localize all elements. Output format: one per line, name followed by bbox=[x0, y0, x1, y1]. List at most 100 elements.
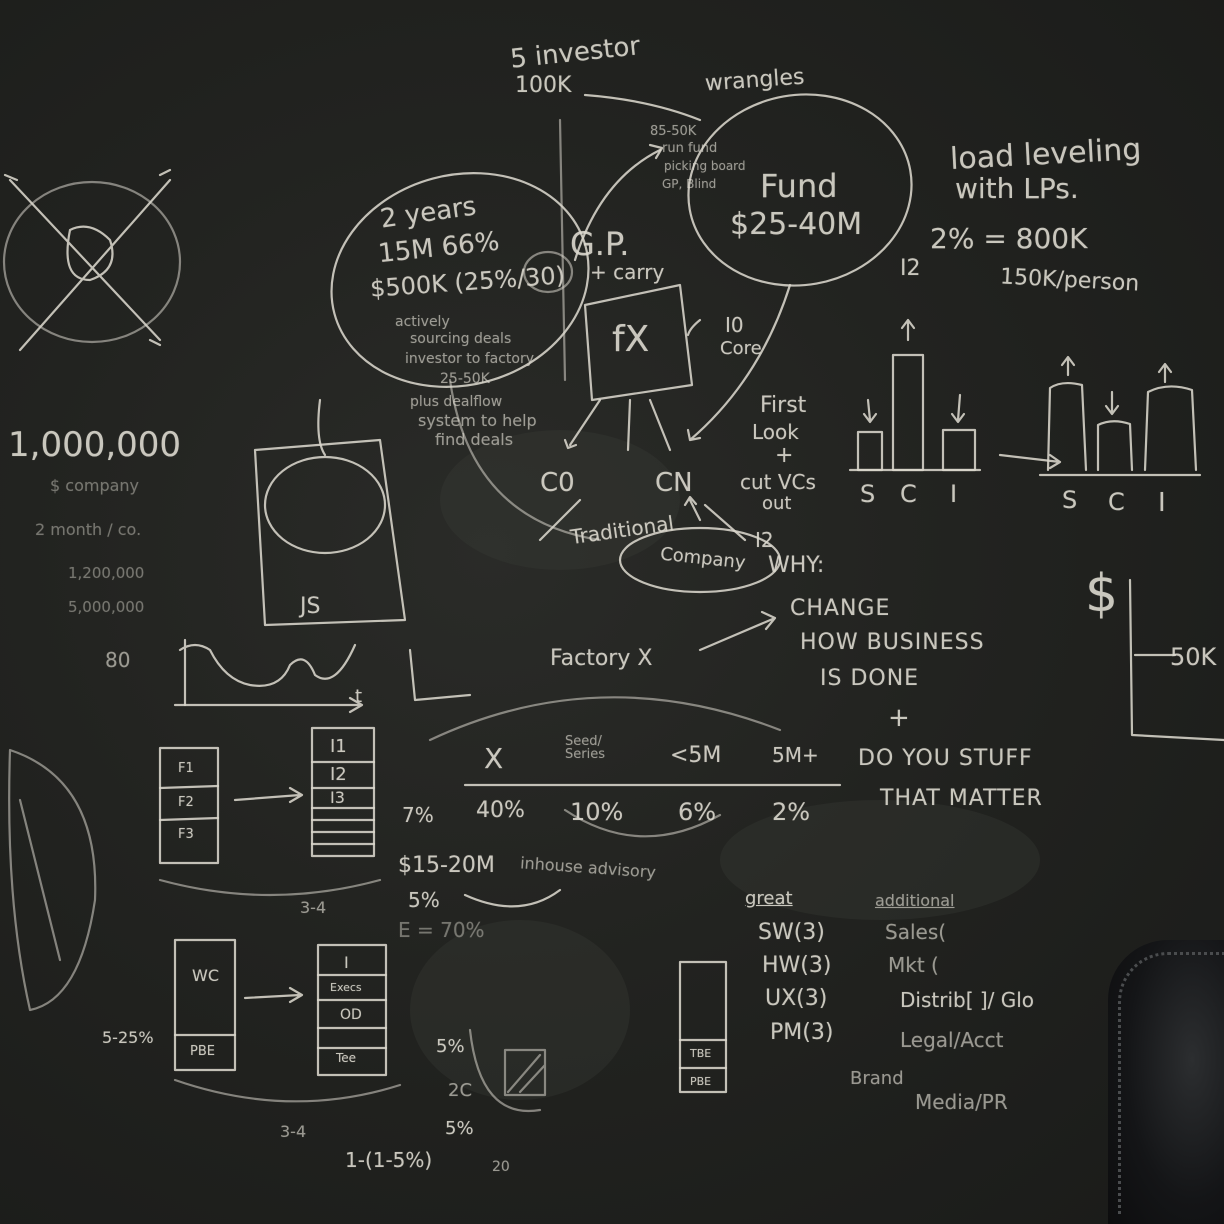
gp-note-2: sourcing deals bbox=[410, 331, 512, 347]
stack-a-2: F2 bbox=[178, 795, 194, 810]
additional-6: Media/PR bbox=[915, 1090, 1008, 1114]
stack-b-3: I3 bbox=[330, 788, 345, 807]
gp-note-4: 25-50K bbox=[440, 371, 490, 387]
small-4: 1-(1-5%) bbox=[345, 1148, 433, 1172]
change-4: DO YOU STUFF bbox=[858, 746, 1033, 771]
t-label: t bbox=[355, 686, 363, 707]
core-label: Core bbox=[720, 338, 762, 359]
sun-sketch bbox=[2, 168, 182, 352]
val-40pct: 40% bbox=[476, 798, 525, 823]
val-2pct: 2% bbox=[772, 798, 811, 826]
first-look-4: out bbox=[762, 493, 792, 514]
additional-2: Mkt ( bbox=[888, 953, 939, 977]
stack-a-1: F1 bbox=[178, 761, 194, 776]
range-a: 3-4 bbox=[300, 898, 327, 917]
additional-4: Legal/Acct bbox=[900, 1028, 1004, 1052]
gp-note-3: investor to factory bbox=[405, 351, 535, 367]
bar-chart-left bbox=[848, 318, 982, 472]
e-label: E = 70% bbox=[398, 918, 485, 942]
stack-d-1: I bbox=[344, 953, 349, 972]
stack-d-2: Execs bbox=[330, 981, 362, 994]
left-line-1: $ company bbox=[50, 476, 140, 495]
change-plus: + bbox=[888, 703, 910, 733]
col-under-5m: <5M bbox=[670, 743, 722, 768]
dollar-sign: $ bbox=[1085, 564, 1119, 624]
small-2: 2C bbox=[448, 1080, 473, 1101]
chart-left-i: I bbox=[950, 480, 958, 508]
col-seed: Seed/ Series bbox=[565, 734, 605, 762]
gp-note-1: actively bbox=[395, 314, 450, 330]
great-2: HW(3) bbox=[762, 953, 832, 978]
stack-d-3: OD bbox=[340, 1007, 362, 1023]
great-1: SW(3) bbox=[758, 920, 825, 945]
js-label: JS bbox=[300, 594, 321, 619]
great-4: PM(3) bbox=[770, 1020, 834, 1045]
gp-note-6: system to help bbox=[418, 411, 537, 430]
million-label: 1,000,000 bbox=[8, 425, 182, 465]
stack-c-label: WC bbox=[192, 966, 219, 985]
range-b: 3-4 bbox=[280, 1122, 307, 1141]
fund-note-1: 85-50K bbox=[650, 124, 697, 139]
change-1: CHANGE bbox=[790, 596, 891, 621]
great-header: great bbox=[745, 888, 793, 909]
fund-note-3: picking board bbox=[664, 159, 746, 173]
stack-e-1: TBE bbox=[690, 1047, 712, 1060]
five-pct: 5% bbox=[408, 888, 440, 912]
lp-i2: I2 bbox=[900, 256, 921, 281]
gp-ellipse bbox=[330, 172, 590, 388]
chart-right-c: C bbox=[1108, 488, 1125, 516]
gp-note-5: plus dealflow bbox=[410, 394, 503, 410]
bis-label: $15-20M bbox=[398, 853, 495, 878]
cn-label: CN bbox=[655, 468, 693, 498]
fund-ellipse bbox=[687, 93, 913, 287]
col-over-5m: 5M+ bbox=[772, 743, 819, 767]
investor-amount: 100K bbox=[515, 73, 572, 98]
additional-header: additional bbox=[875, 891, 955, 910]
stack-c-bottom: PBE bbox=[190, 1044, 215, 1059]
chart-right-i: I bbox=[1158, 488, 1166, 518]
val-7pct: 7% bbox=[402, 803, 434, 827]
gp-label: G.P. bbox=[570, 225, 630, 263]
lp-line-2: with LPs. bbox=[955, 172, 1079, 205]
bar-chart-right bbox=[998, 355, 1202, 477]
additional-3: Distrib[ ]/ Glo bbox=[900, 988, 1035, 1012]
io-label: I0 bbox=[725, 313, 744, 337]
fund-title: Fund bbox=[760, 167, 838, 205]
stack-b-2: I2 bbox=[330, 764, 347, 785]
small-5: 20 bbox=[492, 1159, 510, 1175]
val-10pct: 10% bbox=[570, 798, 624, 826]
gp-note-7: find deals bbox=[435, 430, 514, 449]
left-line-2: 2 month / co. bbox=[35, 520, 142, 539]
lp-fee: 2% = 800K bbox=[930, 222, 1088, 255]
first-look-1: First bbox=[760, 393, 807, 418]
factory-label: Factory X bbox=[550, 646, 653, 671]
fund-note-2: run fund bbox=[662, 141, 718, 156]
stack-b-1: I1 bbox=[330, 736, 347, 757]
dollar-amount: 50K bbox=[1170, 643, 1217, 671]
change-3: IS DONE bbox=[820, 666, 920, 691]
chart-right-s: S bbox=[1062, 486, 1078, 514]
chair-back bbox=[1108, 940, 1224, 1224]
first-look-2: Look bbox=[752, 420, 799, 444]
change-5: THAT MATTER bbox=[880, 786, 1043, 811]
c0-label: C0 bbox=[540, 468, 575, 498]
additional-1: Sales( bbox=[885, 920, 947, 944]
small-3: 5% bbox=[445, 1118, 474, 1139]
chart-left-c: C bbox=[900, 480, 917, 508]
left-line-4: 5,000,000 bbox=[68, 598, 145, 616]
why-label: WHY: bbox=[768, 553, 825, 578]
left-line-3: 1,200,000 bbox=[68, 564, 145, 582]
gp-carry: + carry bbox=[590, 260, 665, 284]
fund-size: $25-40M bbox=[730, 207, 863, 242]
left-eighty: 80 bbox=[105, 648, 131, 672]
i2-label: I2 bbox=[755, 528, 774, 552]
pct-a: 5-25% bbox=[102, 1028, 154, 1047]
stack-e-2: PBE bbox=[690, 1075, 712, 1088]
investor-arrow bbox=[583, 93, 702, 122]
first-look-plus: + bbox=[775, 443, 794, 468]
screen-sketch bbox=[253, 398, 407, 627]
col-x: X bbox=[484, 742, 504, 775]
fx-box bbox=[583, 283, 694, 402]
